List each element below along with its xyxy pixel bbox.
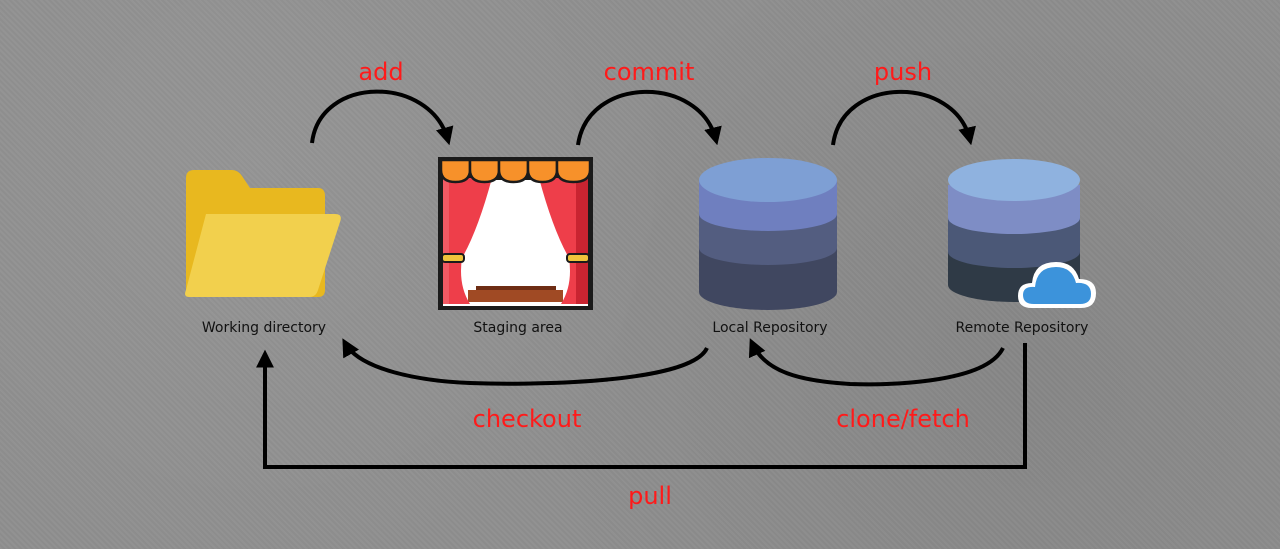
checkout-arrow — [342, 338, 709, 386]
push-label: push — [873, 58, 933, 86]
commit-arrow — [576, 89, 722, 146]
working-directory-label: Working directory — [201, 320, 327, 336]
remote-repository-label: Remote Repository — [955, 320, 1089, 336]
clone-fetch-label: clone/fetch — [836, 405, 970, 433]
add-arrow — [310, 89, 454, 146]
add-label: add — [358, 58, 404, 86]
cloud-icon — [1018, 262, 1096, 308]
pull-arrow — [256, 343, 1027, 469]
clone-fetch-arrow — [748, 338, 1005, 387]
push-arrow — [831, 89, 976, 146]
local-repository-label: Local Repository — [712, 320, 828, 336]
pull-label: pull — [628, 482, 672, 510]
staging-area-label: Staging area — [473, 320, 563, 336]
checkout-label: checkout — [472, 405, 582, 433]
commit-label: commit — [603, 58, 695, 86]
